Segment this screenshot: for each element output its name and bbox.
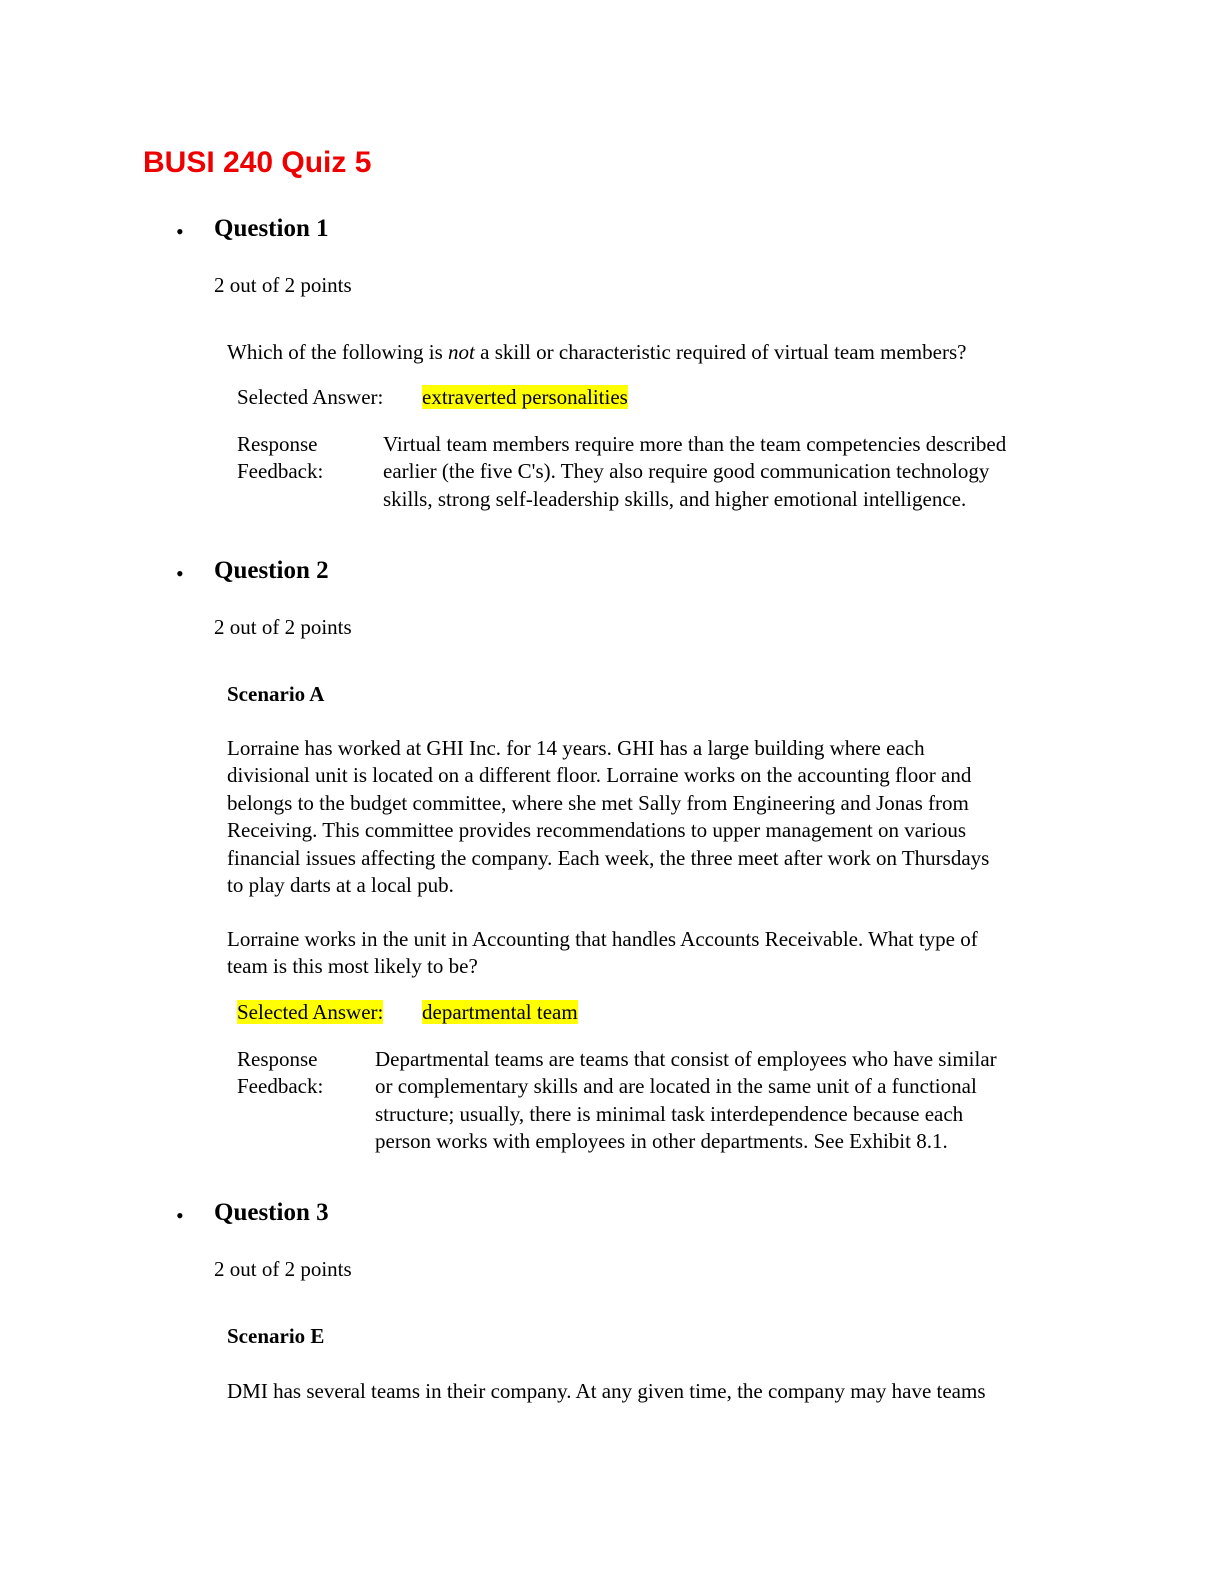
- question-2-scenario-heading: Scenario A: [227, 682, 325, 706]
- question-1-prompt-emphasis: not: [448, 340, 475, 364]
- selected-answer-label-text: Selected Answer:: [237, 1000, 384, 1024]
- question-1-title: Question 1: [214, 215, 329, 242]
- feedback-line: person works with employees in other dep…: [375, 1129, 948, 1154]
- question-1-selected-answer-label: Selected Answer:: [237, 385, 384, 409]
- paragraph-line: divisional unit is located on a differen…: [227, 763, 972, 788]
- feedback-line: Virtual team members require more than t…: [383, 432, 1007, 456]
- response-label-line-2: Feedback:: [237, 459, 324, 484]
- question-1-prompt-start: Which of the following is: [227, 340, 449, 364]
- question-1-feedback: Virtual team members require more than t…: [383, 431, 1006, 513]
- paragraph-line: Lorraine works in the unit in Accounting…: [227, 927, 978, 951]
- paragraph-line: team is this most likely to be?: [227, 954, 478, 979]
- bullet-question-3: •: [176, 1203, 184, 1228]
- paragraph-line: Lorraine has worked at GHI Inc. for 14 y…: [227, 736, 925, 760]
- response-label-line-1: Response: [237, 432, 318, 456]
- paragraph-line: financial issues affecting the company. …: [227, 845, 990, 870]
- paragraph-line: to play darts at a local pub.: [227, 873, 454, 898]
- question-2-selected-answer-label: Selected Answer:: [237, 999, 384, 1026]
- question-1-response-feedback-label: Response Feedback:: [237, 431, 323, 486]
- paragraph-line: DMI has several teams in their company. …: [227, 1379, 986, 1403]
- question-2-title: Question 2: [214, 557, 329, 584]
- question-3-scenario-heading: Scenario E: [227, 1324, 325, 1348]
- question-2-scenario-paragraph: Lorraine has worked at GHI Inc. for 14 y…: [227, 735, 989, 899]
- bullet-question-1: •: [176, 219, 184, 244]
- question-2-selected-answer: departmental team: [422, 999, 578, 1026]
- question-2-selected-answer-value: departmental team: [422, 1000, 578, 1024]
- question-3-title: Question 3: [214, 1199, 329, 1226]
- paragraph-line: Receiving. This committee provides recom…: [227, 818, 967, 843]
- paragraph-line: belongs to the budget committee, where s…: [227, 790, 969, 815]
- feedback-line: Departmental teams are teams that consis…: [375, 1047, 997, 1071]
- feedback-line: earlier (the five C's). They also requir…: [383, 459, 990, 484]
- question-1-prompt-end: a skill or characteristic required of vi…: [474, 340, 967, 364]
- question-1-selected-answer-value: extraverted personalities: [422, 385, 628, 409]
- bullet-question-2: •: [176, 561, 184, 586]
- question-1-selected-answer: extraverted personalities: [422, 384, 628, 411]
- document-title: BUSI 240 Quiz 5: [143, 146, 372, 179]
- question-2-points: 2 out of 2 points: [214, 615, 352, 639]
- question-3-points: 2 out of 2 points: [214, 1257, 352, 1281]
- response-label-line-2: Feedback:: [237, 1074, 324, 1099]
- question-1-points: 2 out of 2 points: [214, 273, 352, 297]
- question-2-feedback: Departmental teams are teams that consis…: [375, 1046, 997, 1156]
- feedback-line: skills, strong self-leadership skills, a…: [383, 486, 967, 511]
- question-3-scenario-paragraph: DMI has several teams in their company. …: [227, 1378, 986, 1405]
- response-label-line-1: Response: [237, 1047, 318, 1071]
- question-2-prompt: Lorraine works in the unit in Accounting…: [227, 926, 978, 981]
- question-2-response-feedback-label: Response Feedback:: [237, 1046, 323, 1101]
- question-1-prompt: Which of the following is not a skill or…: [227, 339, 966, 366]
- feedback-line: or complementary skills and are located …: [375, 1074, 977, 1099]
- feedback-line: structure; usually, there is minimal tas…: [375, 1101, 964, 1126]
